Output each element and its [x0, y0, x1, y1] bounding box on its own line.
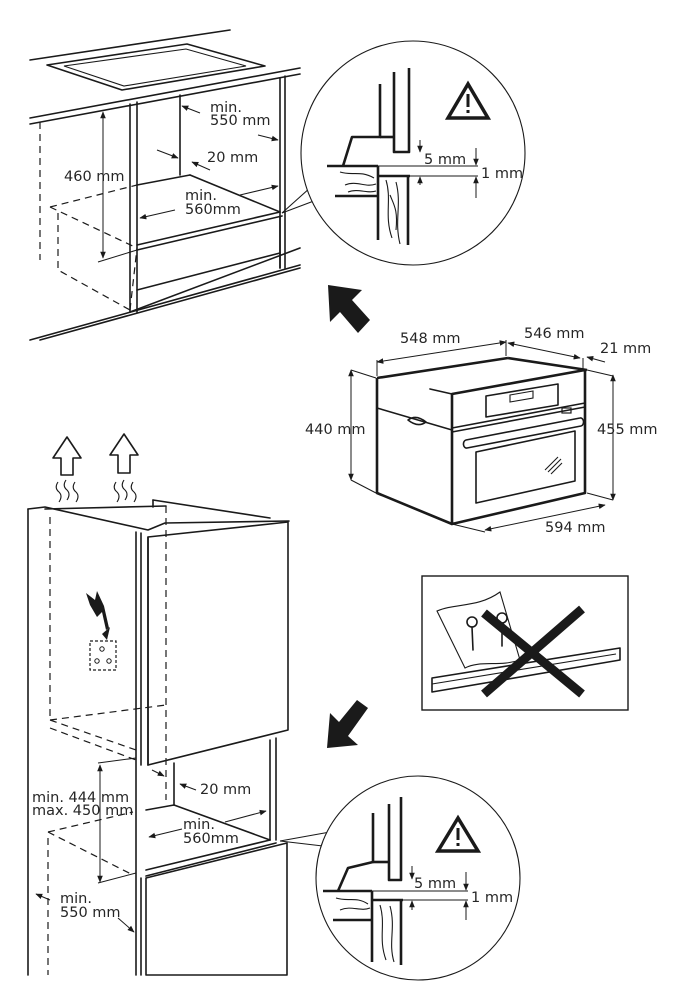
oven-depth-label: 548 mm	[400, 331, 461, 347]
detail-circle-top	[300, 40, 526, 266]
detail-bottom-gap-1mm: 1 mm	[471, 890, 513, 906]
ventilation-arrow-icon	[52, 436, 82, 503]
detail-circle-bottom	[315, 775, 521, 981]
direction-arrow-down-left-icon	[327, 700, 368, 748]
cross-out-icon	[481, 605, 585, 698]
hob-icon	[46, 43, 266, 91]
detail-top-gap-1mm: 1 mm	[481, 166, 523, 182]
height-460-label: 460 mm	[64, 169, 125, 185]
niche-height-max-label: max. 450 mm	[32, 803, 133, 819]
gap-20mm-label: 20 mm	[207, 150, 258, 166]
undercounter-cabinet-drawing	[29, 29, 336, 341]
oven-drawing	[348, 340, 616, 533]
electrical-hazard-icon	[86, 591, 110, 640]
tall-gap-20mm-label: 20 mm	[200, 782, 251, 798]
oven-width-top-label: 546 mm	[524, 326, 585, 342]
oven-width-front-label: 594 mm	[545, 520, 606, 536]
min-width-value: 560mm	[185, 202, 241, 218]
tall-min-width-label: min.	[183, 817, 215, 833]
tall-min-depth-value: 550 mm	[60, 905, 121, 921]
direction-arrow-up-left-icon	[328, 285, 370, 333]
detail-top-gap-5mm: 5 mm	[424, 152, 466, 168]
tall-min-width-value: 560mm	[183, 831, 239, 847]
screws-warning-panel	[421, 575, 629, 711]
niche-height-min-label: min. 444 mm	[32, 790, 129, 806]
detail-bottom-gap-5mm: 5 mm	[414, 876, 456, 892]
oven-height-body-label: 440 mm	[305, 422, 366, 438]
min-width-label: min.	[185, 188, 217, 204]
warning-triangle-icon	[434, 814, 482, 853]
oven-front-thickness-label: 21 mm	[600, 341, 651, 357]
min-depth-value: 550 mm	[210, 113, 271, 129]
tall-min-depth-label: min.	[60, 891, 92, 907]
warning-triangle-icon	[444, 80, 492, 120]
min-depth-label: min.	[210, 100, 242, 116]
ventilation-arrow-icon	[109, 433, 139, 503]
power-socket-icon	[89, 640, 117, 671]
oven-height-front-label: 455 mm	[597, 422, 658, 438]
tall-cabinet-drawing	[27, 433, 341, 976]
